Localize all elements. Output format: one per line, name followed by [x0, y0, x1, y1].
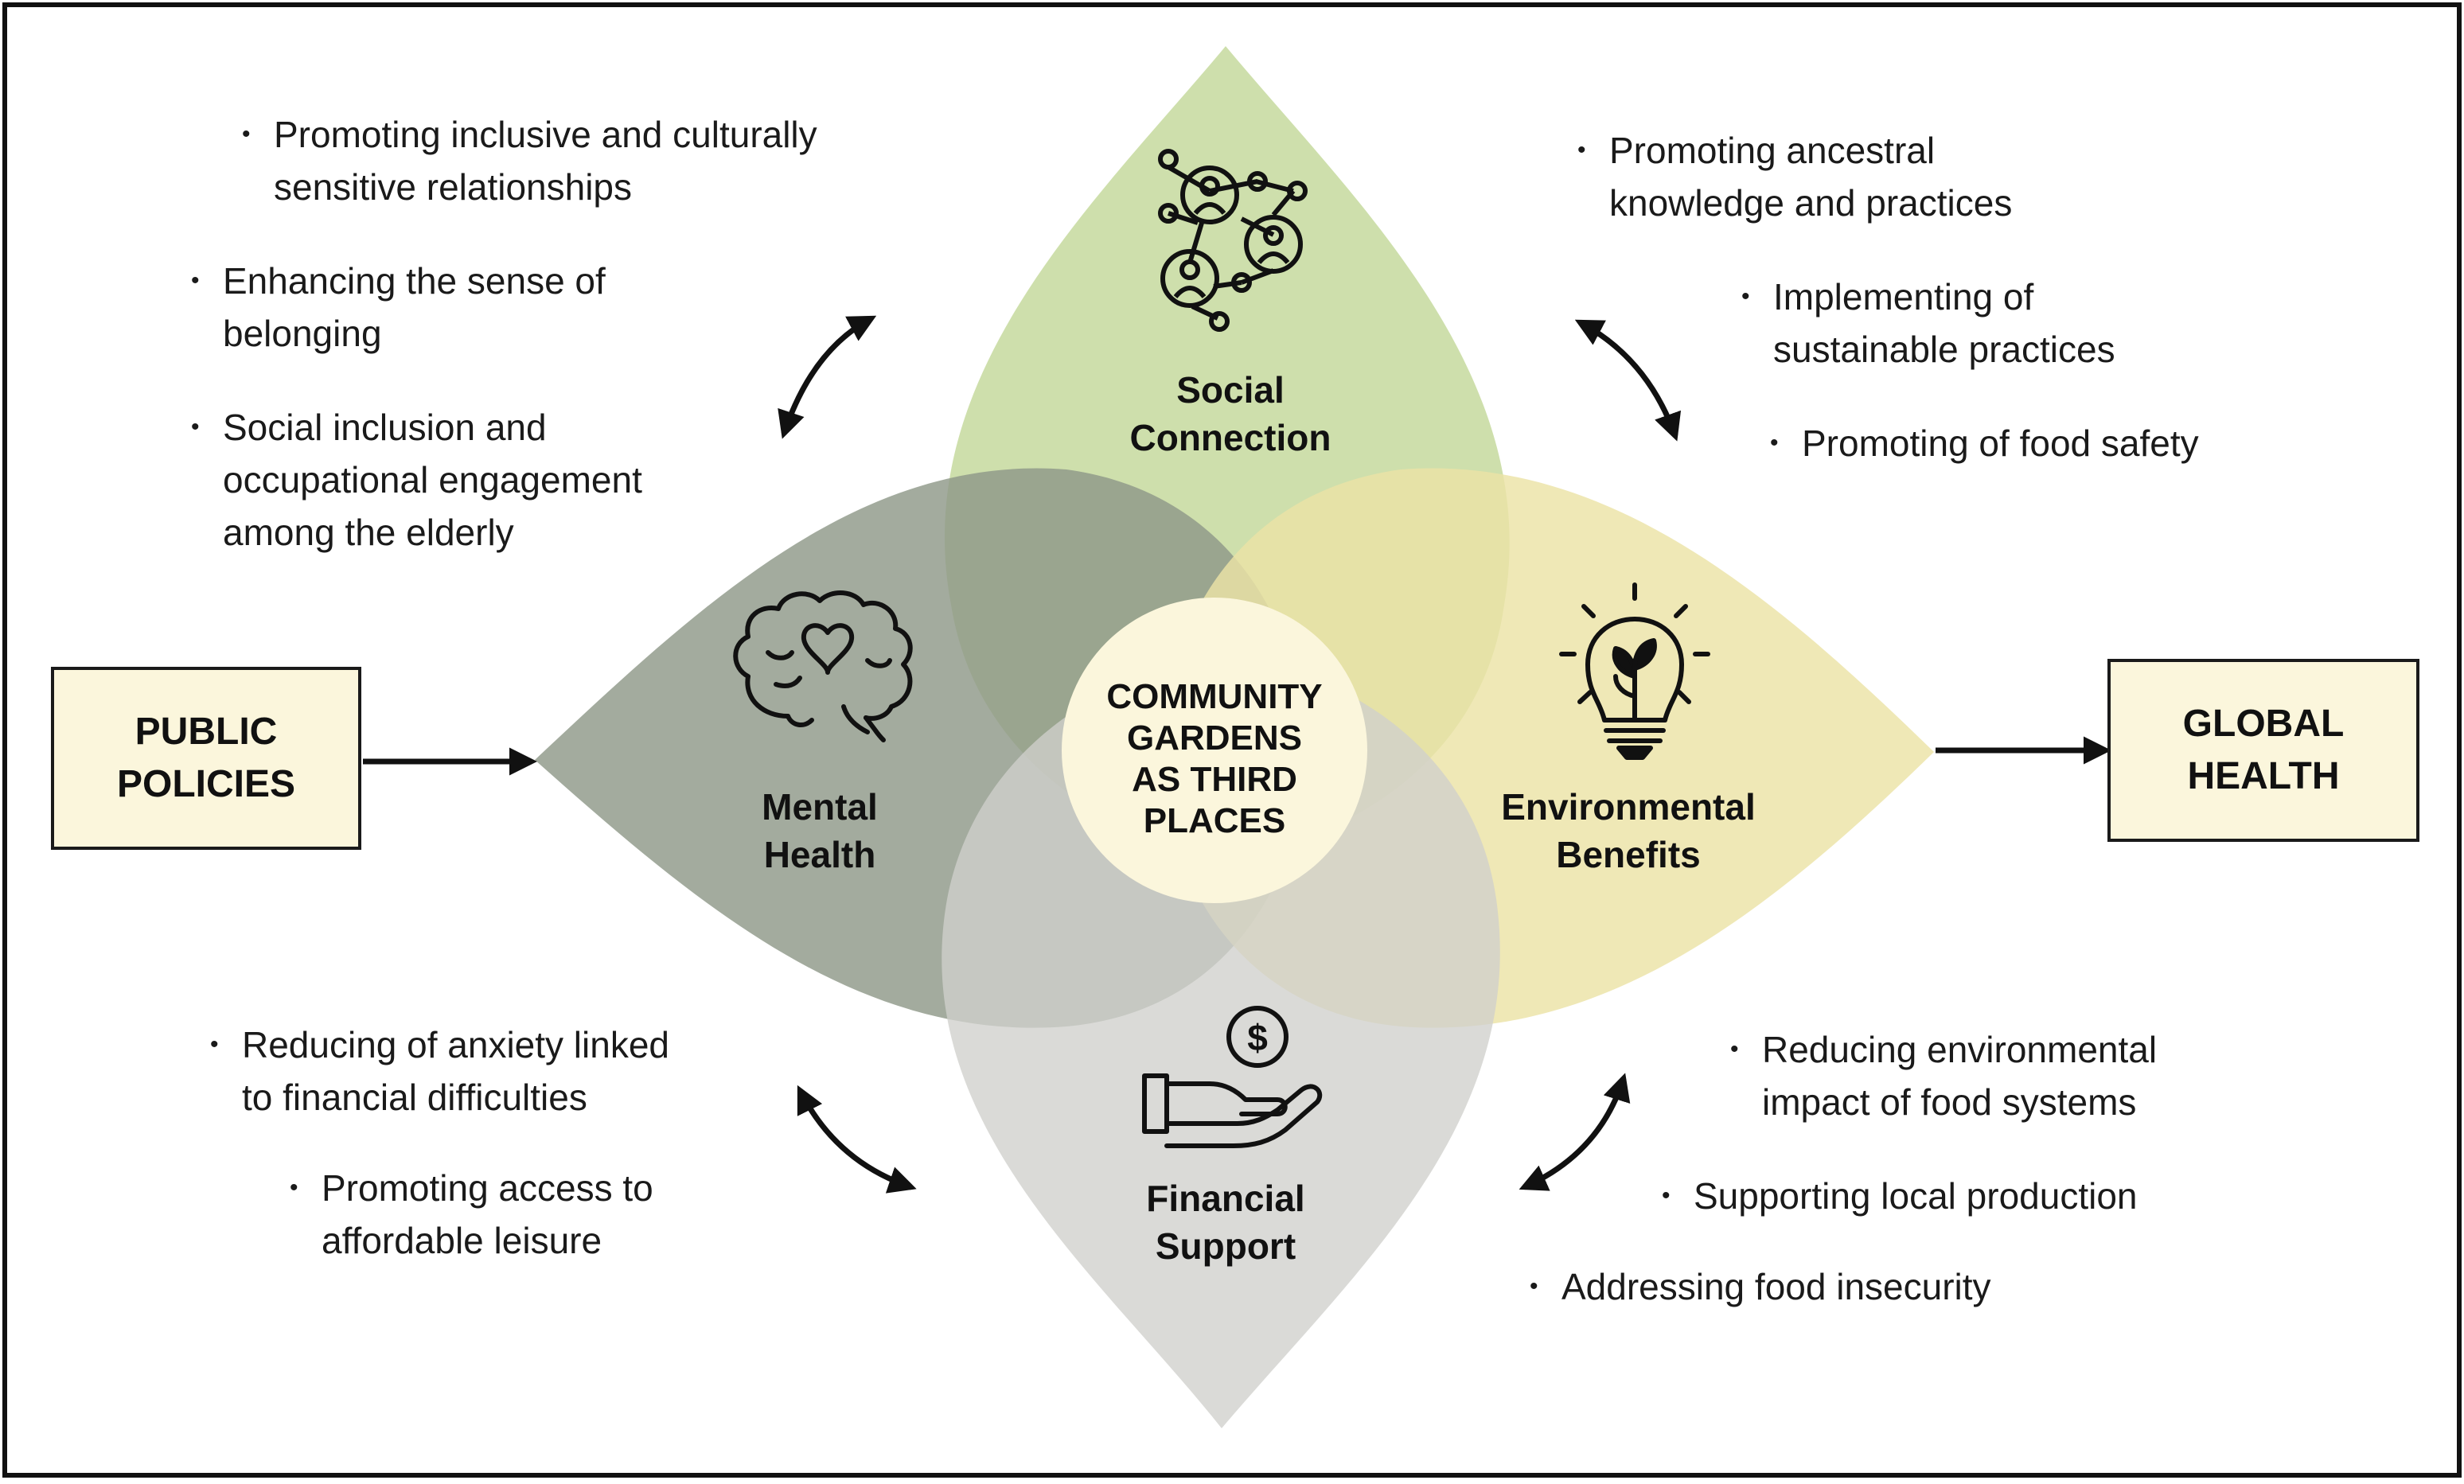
public-policies-box: PUBLIC POLICIES — [51, 667, 361, 850]
lightbulb-plant-icon — [1559, 582, 1710, 760]
financial-support-label: Financial Support — [1043, 1174, 1409, 1270]
petal-financial — [942, 660, 1500, 1428]
social-connection-label: Social Connection — [1047, 366, 1413, 462]
curved-arrow-bottom-right — [1519, 1073, 1631, 1191]
box-line: PUBLIC — [135, 711, 278, 753]
box-line: GLOBAL — [2182, 703, 2345, 745]
bullet-item: • Promoting ancestral knowledge and prac… — [1577, 124, 2013, 229]
bullet-line: Supporting local production — [1694, 1175, 2138, 1217]
bullet-dot: • — [1577, 137, 1586, 163]
bullet-item: • Social inclusion and occupational enga… — [191, 401, 642, 559]
center-line: PLACES — [1143, 801, 1286, 840]
bullet-item: • Addressing food insecurity — [1530, 1260, 1991, 1313]
bullet-dot: • — [290, 1174, 298, 1201]
bullet-line: impact of food systems — [1762, 1081, 2137, 1123]
box-line: POLICIES — [116, 763, 296, 805]
bullet-line: Enhancing the sense of — [223, 260, 606, 302]
bullet-dot: • — [1741, 283, 1750, 310]
center-label: COMMUNITY GARDENS AS THIRD PLACES — [1071, 676, 1358, 842]
bullet-dot: • — [191, 267, 200, 294]
bullet-line: Social inclusion and — [223, 407, 547, 448]
bullet-line: Reducing environmental — [1762, 1029, 2158, 1070]
center-line: AS THIRD — [1132, 760, 1297, 799]
bullet-line: Promoting ancestral — [1609, 130, 1936, 171]
bullet-item: • Enhancing the sense of belonging — [191, 255, 606, 360]
label-line: Support — [1155, 1225, 1296, 1267]
bullet-line: belonging — [223, 313, 382, 354]
mental-health-label: Mental Health — [637, 783, 1003, 878]
label-line: Environmental — [1501, 786, 1756, 828]
global-health-box: GLOBAL HEALTH — [2107, 659, 2419, 842]
bullet-item: • Promoting access to affordable leisure — [290, 1162, 653, 1267]
bullet-dot: • — [210, 1031, 219, 1057]
label-line: Health — [763, 834, 876, 875]
hand-dollar-icon: $ — [1142, 1006, 1323, 1148]
curved-arrow-top-left — [778, 315, 877, 439]
bullet-item: • Reducing environmental impact of food … — [1730, 1023, 2158, 1128]
bullet-line: sensitive relationships — [274, 166, 633, 208]
bullet-dot: • — [1530, 1273, 1538, 1299]
social-network-icon — [1158, 149, 1308, 332]
center-circle — [1062, 598, 1367, 903]
brain-heart-icon — [733, 590, 913, 742]
label-line: Mental — [762, 786, 878, 828]
environmental-benefits-label: Environmental Benefits — [1445, 783, 1811, 878]
bullet-line: among the elderly — [223, 512, 514, 553]
bullet-dot: • — [242, 121, 251, 147]
bullet-item: • Promoting inclusive and culturally sen… — [242, 108, 817, 213]
label-line: Benefits — [1556, 834, 1701, 875]
bullet-line: to financial difficulties — [242, 1077, 587, 1118]
bullet-dot: • — [1770, 430, 1779, 456]
bullet-line: Promoting inclusive and culturally — [274, 114, 817, 155]
bullet-line: Promoting of food safety — [1802, 423, 2199, 464]
bullet-item: • Supporting local production — [1662, 1170, 2138, 1222]
bullet-line: Addressing food insecurity — [1561, 1266, 1991, 1307]
bullet-dot: • — [1730, 1036, 1739, 1062]
bullet-dot: • — [191, 414, 200, 440]
label-line: Connection — [1129, 417, 1331, 458]
bullet-line: knowledge and practices — [1609, 182, 2013, 224]
label-line: Financial — [1146, 1178, 1305, 1219]
bullet-item: • Implementing of sustainable practices — [1741, 271, 2115, 376]
bullet-line: affordable leisure — [322, 1220, 602, 1261]
bullet-dot: • — [1662, 1182, 1671, 1209]
bullet-item: • Reducing of anxiety linked to financia… — [210, 1019, 669, 1124]
svg-text:$: $ — [1247, 1017, 1268, 1058]
bullet-line: sustainable practices — [1773, 329, 2115, 370]
bullet-line: Reducing of anxiety linked — [242, 1024, 669, 1065]
label-line: Social — [1176, 369, 1285, 411]
bullet-line: Promoting access to — [322, 1167, 653, 1209]
center-line: GARDENS — [1126, 719, 1303, 758]
center-line: COMMUNITY — [1106, 677, 1323, 716]
curved-arrow-bottom-left — [797, 1085, 917, 1194]
bullet-line: occupational engagement — [223, 459, 642, 501]
box-line: HEALTH — [2187, 755, 2340, 797]
bullet-item: • Promoting of food safety — [1770, 417, 2199, 469]
bullet-line: Implementing of — [1773, 276, 2034, 317]
curved-arrow-top-right — [1574, 319, 1682, 442]
